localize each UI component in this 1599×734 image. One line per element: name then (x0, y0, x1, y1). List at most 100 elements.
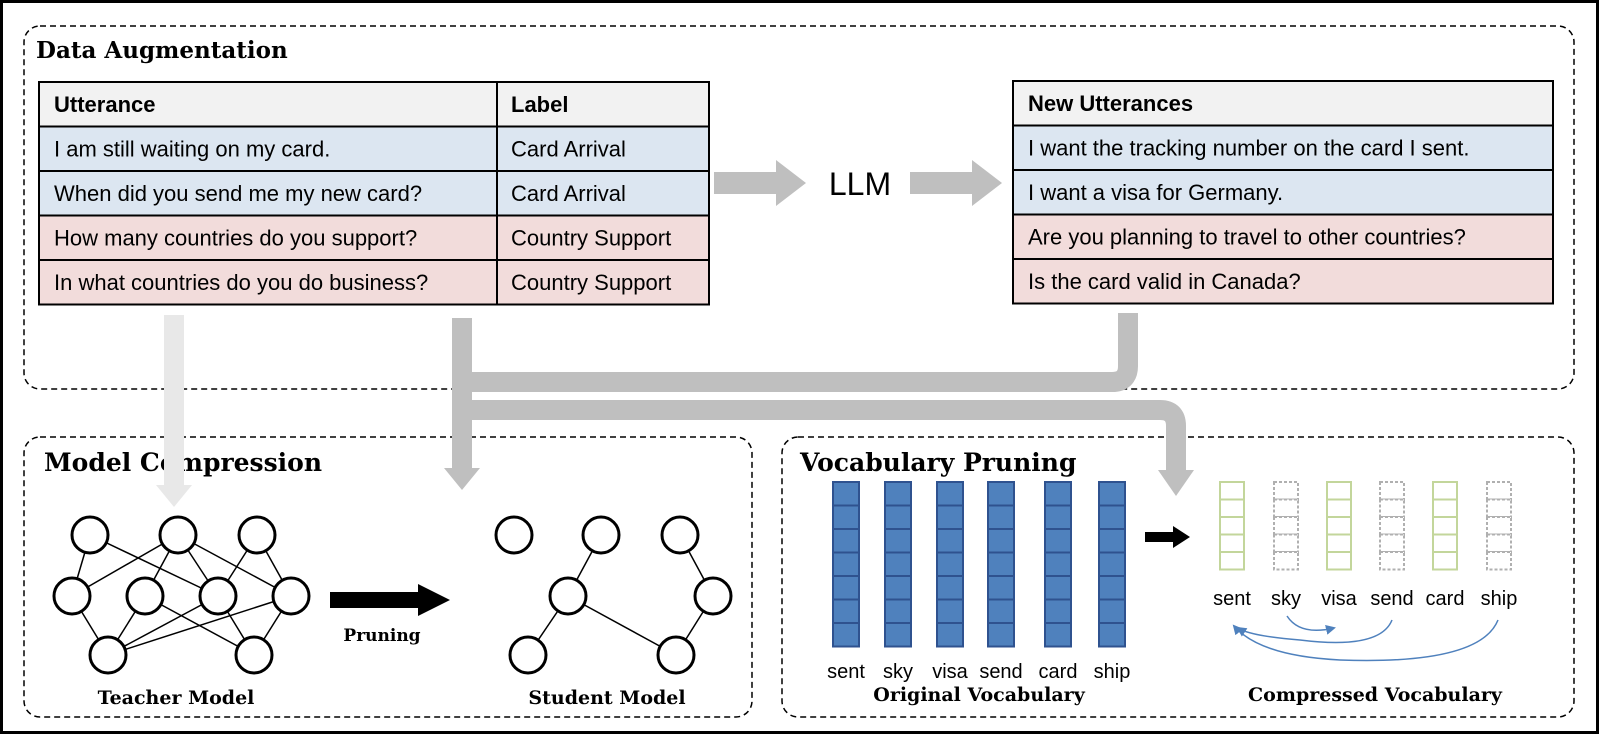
compression-panel (23, 436, 753, 718)
light-flow-arrow-head (156, 485, 192, 507)
vocab-embedding-cell (1044, 622, 1072, 648)
compressed-vocab-word: send (1370, 588, 1413, 610)
remap-curve-ship-to-sent (1232, 619, 1499, 662)
vocab-embedding-cell (832, 504, 860, 530)
pruning-label: Pruning (343, 626, 420, 646)
section-title-augmentation: Data Augmentation (36, 37, 288, 64)
table-cell-label: Card Arrival (511, 181, 626, 206)
vocab-embedding-cell (1044, 575, 1072, 601)
teacher-node (52, 576, 92, 616)
compressed-embedding-cell (1379, 551, 1405, 571)
teacher-edge (71, 534, 179, 597)
pruning-arrow-head (418, 584, 450, 616)
teacher-node (237, 515, 277, 555)
vocab-embedding-cell (936, 551, 964, 577)
teacher-node (125, 576, 165, 616)
original-vocab-word: send (979, 661, 1022, 683)
flow-arrowhead-to-vocab (1158, 470, 1194, 496)
vocab-embedding-cell (987, 598, 1015, 624)
compressed-embedding-cell (1486, 533, 1512, 553)
student-node (508, 635, 548, 675)
vocab-embedding-cell (936, 528, 964, 554)
vocab-embedding-cell (884, 551, 912, 577)
teacher-node (70, 515, 110, 555)
student-nodes (494, 515, 733, 675)
vocab-embedding-cell (987, 481, 1015, 507)
compressed-vocab-word: ship (1481, 588, 1518, 610)
vocab-embedding-cell (936, 481, 964, 507)
vocab-embedding-cell (987, 575, 1015, 601)
remap-curve-sky-to-visa (1286, 615, 1336, 635)
table-cell-utterance: How many countries do you support? (54, 226, 417, 251)
table-cell-label: Country Support (511, 270, 671, 295)
vocab-embedding-cell (1044, 551, 1072, 577)
compressed-embedding-cell (1486, 516, 1512, 536)
table-cell-label: Card Arrival (511, 137, 626, 162)
vocab-embedding-cell (1044, 528, 1072, 554)
vocab-embedding-cell (1098, 598, 1126, 624)
student-edge (567, 595, 677, 656)
new-table-cell: I want a visa for Germany. (1028, 180, 1283, 205)
compressed-embedding-cell (1273, 551, 1299, 571)
original-vocab-word: sent (827, 661, 865, 683)
compressed-embedding-cell (1432, 551, 1458, 571)
teacher-edge (107, 595, 292, 656)
vocab-embedding-cell (1044, 504, 1072, 530)
vocab-embedding-cell (1044, 481, 1072, 507)
compressed-embedding-cell (1379, 516, 1405, 536)
student-node (660, 515, 700, 555)
vocab-embedding-cell (832, 598, 860, 624)
compressed-embedding-cell (1273, 481, 1299, 501)
new-table-row (1013, 125, 1553, 170)
original-vocab-word: card (1039, 661, 1078, 683)
vocab-embedding-cell (884, 504, 912, 530)
vocab-embedding-cell (832, 481, 860, 507)
table-row (39, 260, 709, 305)
table-cell-utterance: I am still waiting on my card. (54, 137, 330, 162)
teacher-edge (177, 534, 292, 597)
student-model-label: Student Model (528, 687, 685, 709)
table-row (39, 215, 709, 260)
flow-shaft-to-student (452, 318, 472, 468)
table-border (38, 81, 710, 306)
teacher-node (88, 635, 128, 675)
vocab-embedding-cell (1098, 622, 1126, 648)
compressed-embedding-cell (1432, 516, 1458, 536)
compressed-embedding-cell (1219, 481, 1245, 501)
compressed-embedding-cell (1486, 498, 1512, 518)
compressed-embedding-cell (1486, 481, 1512, 501)
new-table-row (1013, 214, 1553, 259)
vocab-embedding-cell (1098, 551, 1126, 577)
compressed-embedding-cell (1379, 481, 1405, 501)
table-header-label: Label (511, 92, 568, 117)
vocab-embedding-cell (884, 622, 912, 648)
vocab-embedding-cell (936, 504, 964, 530)
compressed-embedding-cell (1326, 481, 1352, 501)
new-table-header: New Utterances (1028, 91, 1193, 116)
compressed-embedding-cell (1432, 498, 1458, 518)
compressed-vocab-word: visa (1321, 588, 1357, 610)
compressed-embedding-cell (1219, 533, 1245, 553)
table-cell-utterance: When did you send me my new card? (54, 181, 422, 206)
vocab-embedding-cell (884, 575, 912, 601)
compressed-vocab-label: Compressed Vocabulary (1248, 684, 1503, 706)
new-table-cell: I want the tracking number on the card I… (1028, 136, 1469, 161)
compressed-embedding-cell (1326, 516, 1352, 536)
vocab-embedding-cell (884, 481, 912, 507)
compressed-embedding-cell (1273, 516, 1299, 536)
teacher-edge (89, 534, 219, 597)
student-node (581, 515, 621, 555)
new-table-row (1013, 170, 1553, 215)
vocab-embedding-cell (936, 622, 964, 648)
student-node (548, 576, 588, 616)
compressed-embedding-cell (1273, 533, 1299, 553)
compressed-embedding-cell (1432, 481, 1458, 501)
compressed-embedding-cell (1273, 498, 1299, 518)
new-table-cell: Is the card valid in Canada? (1028, 269, 1301, 294)
teacher-node (271, 576, 311, 616)
arrow-from-llm (910, 160, 1002, 206)
table-cell-utterance: In what countries do you do business? (54, 270, 428, 295)
compressed-embedding-cell (1379, 533, 1405, 553)
